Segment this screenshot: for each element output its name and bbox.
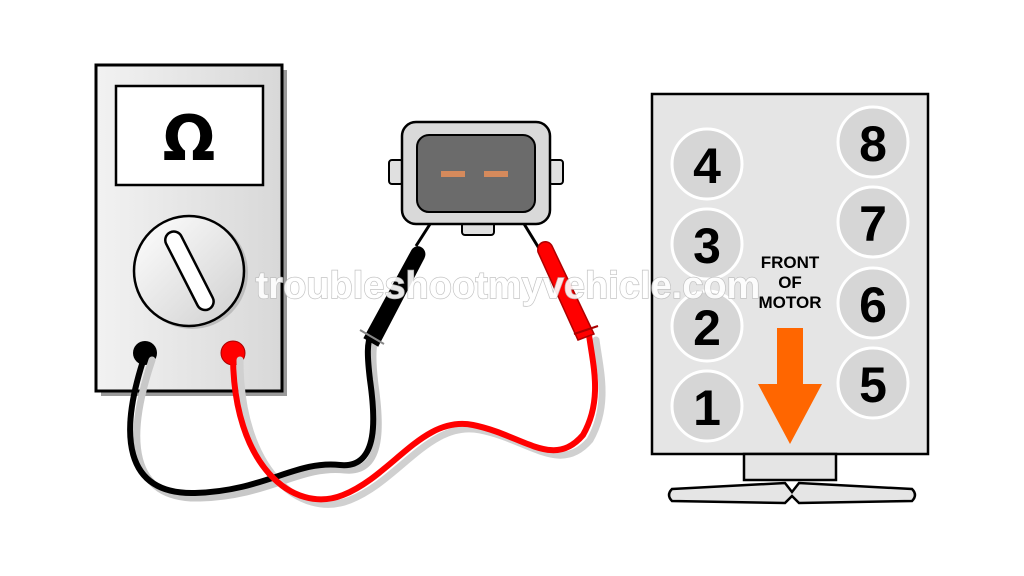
cylinder-number: 5: [859, 357, 887, 413]
cylinder-6: 6: [836, 266, 910, 340]
cylinder-8: 8: [836, 105, 910, 179]
cylinder-number: 8: [859, 116, 887, 172]
test-leads: [127, 332, 606, 508]
sensor-connector: [388, 120, 564, 236]
cylinder-5: 5: [836, 346, 910, 420]
cylinder-2: 2: [670, 289, 744, 363]
cylinder-number: 3: [693, 218, 721, 274]
front-label-line-3: MOTOR: [759, 293, 822, 312]
multimeter: Ω: [94, 63, 287, 396]
connector-terminal-2[interactable]: [484, 171, 508, 177]
cylinder-number: 2: [693, 300, 721, 356]
cylinder-1: 1: [670, 369, 744, 443]
front-label-line-2: OF: [778, 273, 802, 292]
cylinder-3: 3: [670, 207, 744, 281]
engine-diagram: 4 3 2 1 8 7 6 5 FR: [650, 92, 930, 505]
watermark: troubleshootmyvehicle.com: [256, 265, 761, 307]
multimeter-display: [114, 84, 265, 187]
cylinder-number: 7: [859, 196, 887, 252]
cylinder-4: 4: [670, 127, 744, 201]
black-lead: [127, 332, 377, 497]
engine-mount: [742, 452, 838, 482]
front-arrow-icon: [758, 328, 822, 444]
red-lead: [230, 332, 599, 503]
fan-blade: [667, 481, 917, 505]
cylinder-number: 1: [693, 380, 721, 436]
cylinder-number: 6: [859, 277, 887, 333]
cylinder-number: 4: [693, 138, 721, 194]
front-label-line-1: FRONT: [761, 253, 820, 272]
ohm-symbol: Ω: [163, 102, 216, 175]
selector-knob[interactable]: [132, 214, 248, 329]
cylinder-7: 7: [836, 185, 910, 259]
connector-terminal-1[interactable]: [441, 171, 465, 177]
